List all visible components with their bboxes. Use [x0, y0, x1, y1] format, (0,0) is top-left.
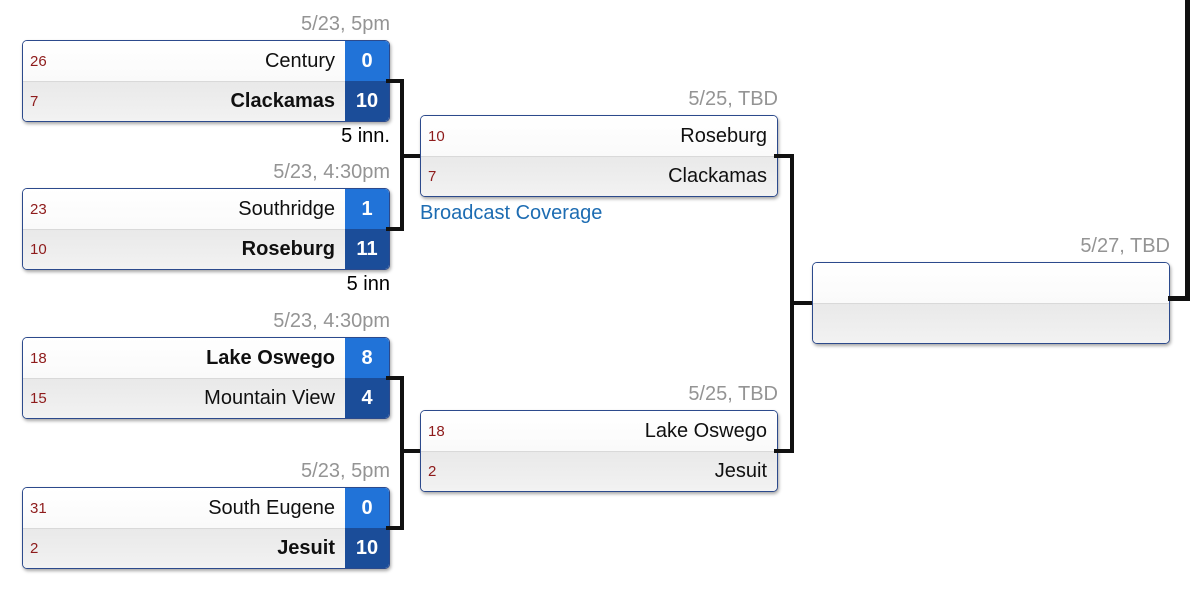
connector-line [790, 301, 812, 305]
team-seed: 7 [30, 93, 39, 110]
team-row: 18 Lake Oswego [23, 338, 389, 378]
match-box: 10 Roseburg 7 Clackamas [420, 115, 778, 197]
team-score: 1 [345, 189, 389, 229]
team-row: 2 Jesuit [421, 451, 777, 491]
team-seed: 10 [30, 241, 47, 258]
match-date: 5/23, 5pm [301, 460, 390, 482]
team-row: 2 Jesuit [23, 528, 389, 568]
match-box [812, 262, 1170, 344]
team-row: 10 Roseburg [421, 116, 777, 156]
team-seed: 31 [30, 499, 47, 517]
team-score: 0 [345, 488, 389, 528]
connector-line [386, 227, 404, 231]
bracket-match-southeugene-jesuit: 5/23, 5pm 31 South Eugene 2 Jesuit 0 10 [22, 457, 390, 569]
team-row: 7 Clackamas [421, 156, 777, 196]
team-name: Southridge [238, 197, 335, 220]
connector-line [774, 449, 794, 453]
team-row: 18 Lake Oswego [421, 411, 777, 451]
connector-line [400, 449, 420, 453]
connector-line [1168, 296, 1190, 301]
team-seed: 15 [30, 390, 47, 407]
score-column: 8 4 [345, 338, 389, 418]
team-name: Jesuit [277, 537, 335, 559]
team-name: Century [264, 49, 335, 72]
match-date: 5/23, 4:30pm [273, 161, 390, 183]
match-date: 5/23, 5pm [301, 13, 390, 35]
connector-line [400, 154, 420, 158]
match-note: 5 inn. [341, 125, 390, 147]
broadcast-coverage-link[interactable]: Broadcast Coverage [420, 202, 603, 224]
match-box: 23 Southridge 10 Roseburg 1 11 [22, 188, 390, 270]
team-seed: 10 [428, 127, 445, 145]
team-row: 31 South Eugene [23, 488, 389, 528]
team-row: 15 Mountain View [23, 378, 389, 418]
match-date: 5/25, TBD [688, 88, 778, 110]
team-score: 4 [345, 378, 389, 418]
team-row: 10 Roseburg [23, 229, 389, 269]
team-name: Roseburg [241, 238, 335, 260]
team-seed: 2 [30, 540, 39, 557]
connector-line [774, 154, 794, 158]
team-seed: 18 [30, 349, 47, 367]
bracket-match-lakeoswego-jesuit: 5/25, TBD 18 Lake Oswego 2 Jesuit [420, 380, 778, 492]
team-row: 26 Century [23, 41, 389, 81]
connector-line [400, 376, 404, 530]
match-box: 26 Century 7 Clackamas 0 10 [22, 40, 390, 122]
team-seed: 26 [30, 52, 47, 70]
team-row [813, 303, 1169, 343]
team-row: 23 Southridge [23, 189, 389, 229]
team-name: Lake Oswego [644, 419, 767, 442]
team-score: 10 [345, 528, 389, 568]
match-date: 5/27, TBD [1080, 235, 1170, 257]
team-score: 8 [345, 338, 389, 378]
team-name: Mountain View [204, 387, 335, 409]
score-column: 0 10 [345, 41, 389, 121]
connector-line [386, 526, 404, 530]
score-column: 0 10 [345, 488, 389, 568]
bracket-match-southridge-roseburg: 5/23, 4:30pm 23 Southridge 10 Roseburg 1… [22, 158, 390, 296]
team-name: Clackamas [230, 90, 335, 112]
match-box: 18 Lake Oswego 2 Jesuit [420, 410, 778, 492]
team-name: Clackamas [668, 165, 767, 187]
team-seed: 2 [428, 463, 437, 480]
team-score: 11 [345, 229, 389, 269]
score-column: 1 11 [345, 189, 389, 269]
team-row [813, 263, 1169, 303]
team-name: Roseburg [680, 124, 767, 147]
team-score: 10 [345, 81, 389, 121]
connector-line [386, 376, 404, 380]
team-row: 7 Clackamas [23, 81, 389, 121]
team-name: Lake Oswego [206, 346, 335, 369]
team-name: Jesuit [714, 460, 767, 482]
team-seed: 18 [428, 422, 445, 440]
match-box: 31 South Eugene 2 Jesuit 0 10 [22, 487, 390, 569]
team-name: South Eugene [208, 496, 335, 519]
connector-line [1185, 0, 1190, 301]
bracket-match-roseburg-clackamas: 5/25, TBD 10 Roseburg 7 Clackamas Broadc… [420, 85, 778, 225]
match-date: 5/23, 4:30pm [273, 310, 390, 332]
match-note: 5 inn [346, 273, 390, 295]
team-score: 0 [345, 41, 389, 81]
match-date: 5/25, TBD [688, 383, 778, 405]
team-seed: 23 [30, 200, 47, 218]
bracket-match-century-clackamas: 5/23, 5pm 26 Century 7 Clackamas 0 10 5 … [22, 10, 390, 148]
bracket-match-lakeoswego-mountainview: 5/23, 4:30pm 18 Lake Oswego 15 Mountain … [22, 307, 390, 419]
bracket-match-final: 5/27, TBD [812, 232, 1170, 344]
match-box: 18 Lake Oswego 15 Mountain View 8 4 [22, 337, 390, 419]
connector-line [386, 79, 404, 83]
team-seed: 7 [428, 168, 437, 185]
